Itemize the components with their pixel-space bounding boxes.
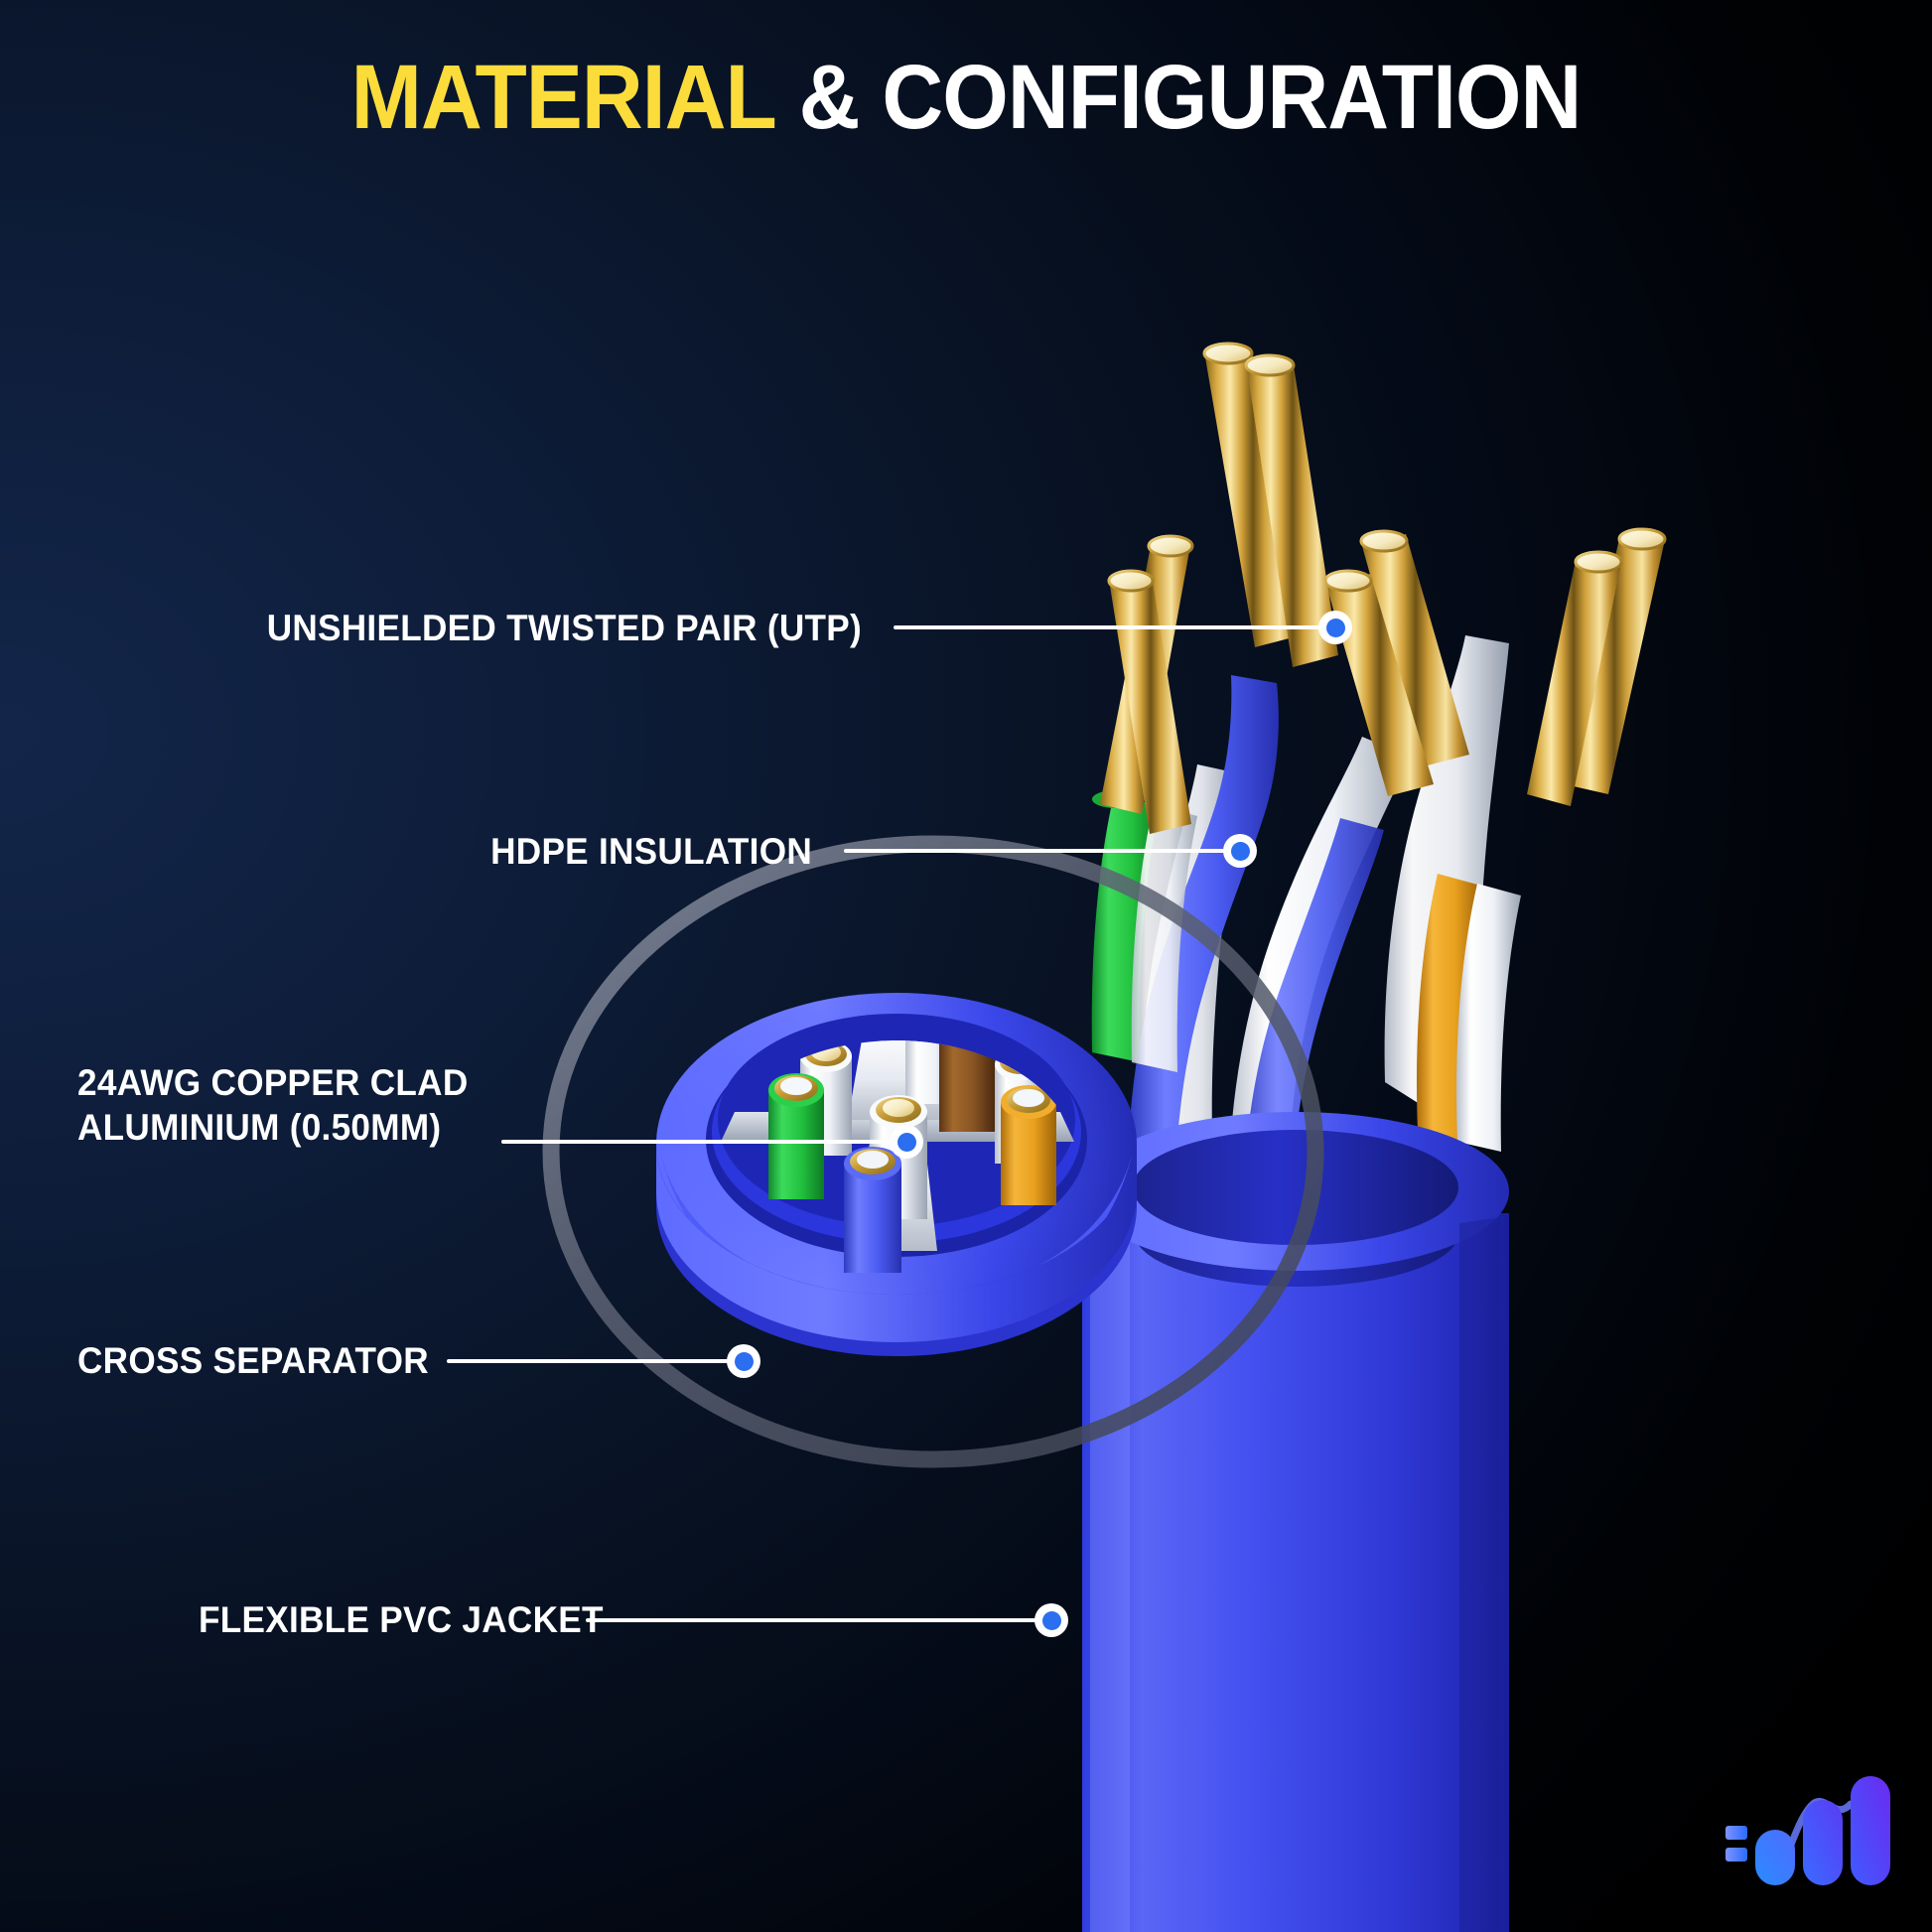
leader-line-hdpe — [844, 849, 1226, 853]
logo-dash-bottom — [1725, 1848, 1747, 1862]
logo-bar-3 — [1851, 1776, 1890, 1885]
page-title-rest: & CONFIGURATION — [798, 47, 1583, 148]
leader-dot-hdpe[interactable] — [1223, 834, 1257, 868]
leader-line-jacket — [586, 1618, 1052, 1622]
callout-label-separator: CROSS SEPARATOR — [77, 1340, 429, 1381]
pair-left — [768, 1040, 852, 1199]
callout-label-hdpe: HDPE INSULATION — [490, 831, 812, 872]
leader-line-utp — [894, 625, 1320, 629]
leader-dot-separator[interactable] — [727, 1344, 760, 1378]
page-title-highlight: MATERIAL — [350, 47, 777, 148]
leader-line-conductor — [501, 1140, 898, 1144]
logo-bar-2 — [1803, 1800, 1843, 1885]
magnifier-ring — [542, 835, 1324, 1468]
callout-label-utp: UNSHIELDED TWISTED PAIR (UTP) — [266, 608, 862, 648]
callout-label-jacket: FLEXIBLE PVC JACKET — [199, 1599, 604, 1640]
leader-line-separator — [447, 1359, 735, 1363]
copper-conductors — [1100, 342, 1667, 834]
leader-dot-jacket[interactable] — [1035, 1603, 1068, 1637]
leader-dot-utp[interactable] — [1318, 611, 1352, 644]
brand-logo[interactable] — [1725, 1764, 1894, 1898]
leader-dot-conductor[interactable] — [890, 1125, 923, 1159]
cable-cross-section — [656, 993, 1137, 1356]
main-cable — [1082, 342, 1667, 1932]
logo-dash-top — [1725, 1826, 1747, 1840]
page-title: MATERIAL & CONFIGURATION — [68, 52, 1864, 143]
pvc-jacket — [1082, 1112, 1509, 1932]
callout-label-conductor: 24AWG COPPER CLAD ALUMINIUM (0.50MM) — [77, 1062, 469, 1149]
logo-bar-1 — [1755, 1830, 1795, 1885]
